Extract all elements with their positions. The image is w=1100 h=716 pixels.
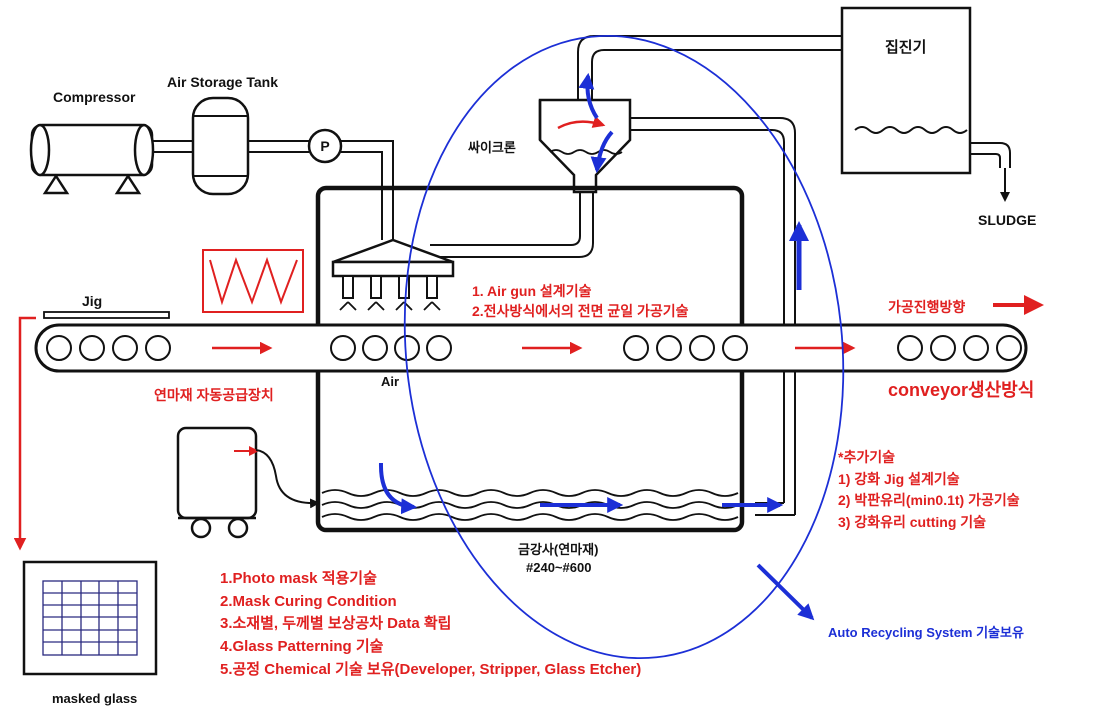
air-gun-nozzles [339,275,441,311]
dust-collector-liquid [854,126,968,134]
air-label: Air [381,374,399,389]
auto-recycling-label: Auto Recycling System 기술보유 [828,625,1024,640]
compressor-label: Compressor [53,89,136,105]
return-duct-outer [630,117,796,515]
sludge-label: SLUDGE [978,212,1036,228]
cyclone-label: 싸이크론 [468,140,516,155]
cyclone-swirl-arrow [557,116,606,130]
abrasive-feeder-label: 연마재 자동공급장치 [154,387,274,403]
pipe-cyclone-airgun-inner [430,192,581,246]
air-gun [331,238,455,278]
pipe-pump-airgun [341,140,394,240]
air-storage-tank-label: Air Storage Tank [167,74,278,90]
cyclone-down-arrow [590,130,614,174]
pump [307,128,343,164]
mask-tech-1: 1.Photo mask 적용기술 [220,569,377,587]
return-duct-inner [630,129,785,503]
air-storage-tank [191,96,250,196]
cyclone [538,98,632,194]
conveyor-label: conveyor생산방식 [888,380,1034,400]
mask-tech-5: 5.공정 Chemical 기술 보유(Developer, Stripper,… [220,660,641,678]
sludge-pipe [970,142,1011,168]
direction-label: 가공진행방향 [888,299,965,315]
airgun-note-2: 2.전사방식에서의 전면 균일 가공기술 [472,303,689,319]
pipe-pump-airgun-inner [341,151,383,240]
pump-label: P [320,138,329,154]
extra-tech-item-2: 2) 박판유리(min0.1t) 가공기술 [838,492,1020,508]
extra-tech-item-1: 1) 강화 Jig 설계기술 [838,471,960,487]
mask-tech-3: 3.소재별, 두께별 보상공차 Data 확립 [220,614,451,632]
mask-tech-4: 4.Glass Patterning 기술 [220,638,384,655]
masked-glass-label: masked glass [52,691,137,706]
conveyor-rollers [46,335,1022,361]
jig [43,311,170,319]
abrasive-feeder [176,426,258,539]
duct-top-inner [591,49,842,100]
jig-label: Jig [82,293,102,309]
masked-glass [22,560,158,676]
sludge-pipe-inner [970,153,1001,168]
recycling-system-ellipse [403,34,845,660]
extra-tech-item-3: 3) 강화유리 cutting 기술 [838,514,986,530]
dust-collector [840,6,972,175]
masked-glass-arrow [13,316,36,551]
recycling-system-arrow [756,563,815,621]
compressor [29,123,155,195]
slurry-drop-arrow [378,462,418,515]
abrasive-label: 금강사(연마재) [518,542,598,557]
mask-tech-2: 2.Mask Curing Condition [220,593,397,610]
feeder-hose [255,449,320,509]
spray-pattern-zigzag [209,256,298,306]
duct-top-outer [577,35,842,100]
pipe-cyclone-airgun [440,192,594,258]
airgun-note-1: 1. Air gun 설계기술 [472,283,592,299]
grit-label: #240~#600 [526,560,591,575]
extra-tech-title: *추가기술 [838,449,895,465]
spray-pattern-box [202,249,304,313]
abrasive-waves [321,489,739,521]
cyclone-up-arrow [578,72,599,120]
dust-collector-label: 집진기 [885,38,926,56]
